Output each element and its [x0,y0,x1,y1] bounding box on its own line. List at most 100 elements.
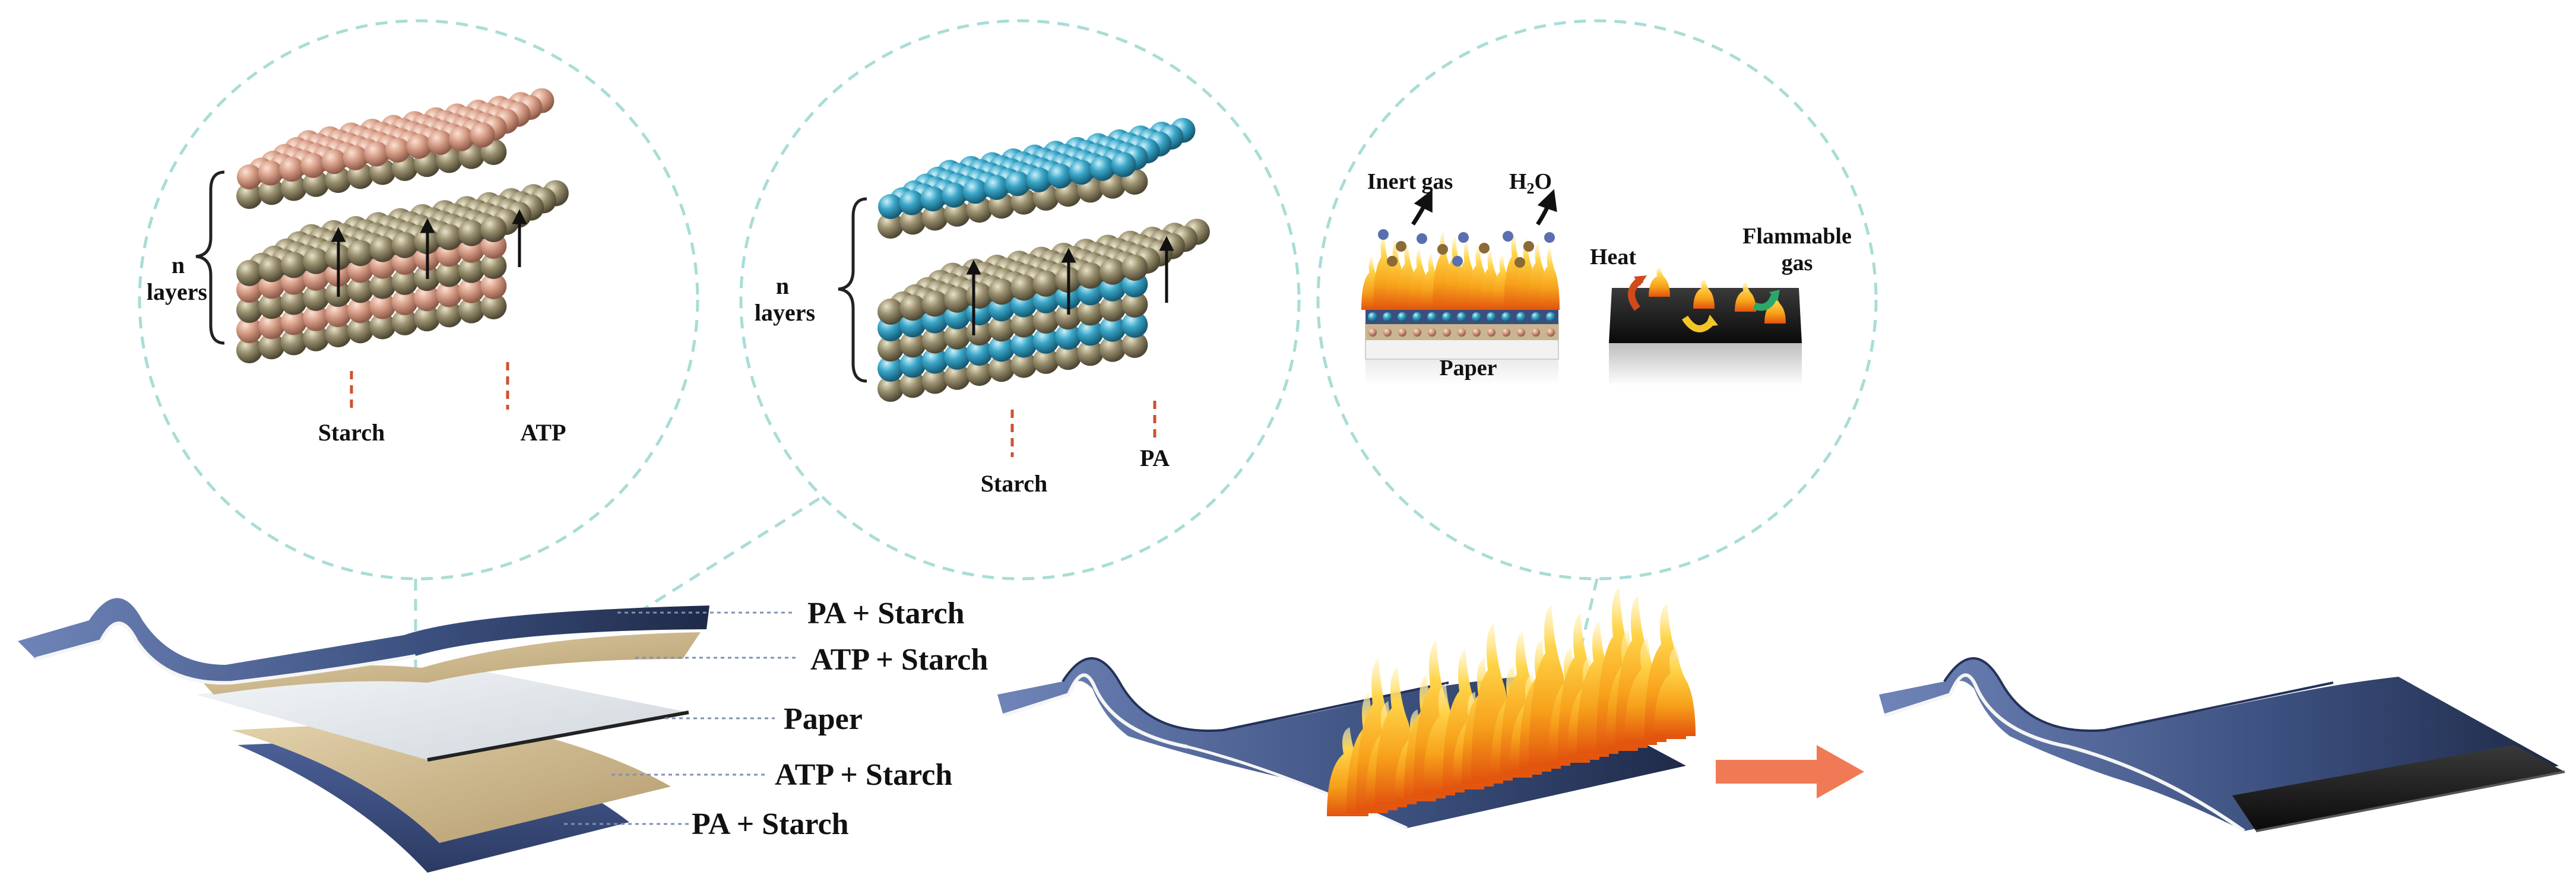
h2o-arrow-icon [1536,189,1557,226]
coating-bead [1383,312,1392,322]
molecule-sphere [962,179,988,204]
molecule-sphere [1055,303,1082,330]
coating-bead [1547,328,1555,337]
flame-icon [1539,248,1560,310]
molecule-sphere [877,213,904,239]
bottom-atp-sheet [232,718,671,843]
molecule-sphere [877,299,904,325]
small-flame-icon [1649,267,1670,297]
coating-bead [1413,328,1421,337]
molecule-sphere [899,351,926,378]
molecule-sphere [1010,351,1037,378]
molecule-sphere [921,204,948,231]
molecule-sphere [1026,167,1051,193]
coating-beads [1368,312,1555,337]
molecule-sphere [280,309,307,335]
molecule-sphere [944,286,971,313]
coating-bead [1472,328,1481,337]
molecule-sphere [321,149,347,175]
molecule-sphere [1121,291,1148,318]
molecule-sphere [944,323,971,350]
coating-bead [1502,328,1510,337]
molecule-sphere [258,256,285,283]
molecule-sphere [406,134,432,159]
molecule-sphere [1121,331,1148,358]
gas-particle [1378,229,1389,240]
molecule-sphere [347,277,373,303]
layers-label: layers [755,299,815,326]
molecule-sphere [480,252,507,279]
flame-icon-row [1361,232,1560,310]
molecule-sphere [458,220,484,246]
label-paper: Paper [784,702,863,736]
coating-bead [1427,312,1437,322]
small-flame-icon [1764,294,1786,324]
molecule-sphere [1069,160,1094,185]
starch-top-slab [236,180,569,286]
pa-starch-top-block [877,118,1196,239]
molecule-sphere [1005,171,1031,196]
molecule-sphere [300,153,326,178]
flammable-label: Flammable [1742,224,1852,249]
molecule-sphere [1100,315,1126,342]
molecule-sphere [921,327,948,354]
molecule-sphere [1100,335,1126,362]
inert-gas-label: Inert gas [1367,169,1453,194]
charred-coated-sheet [1879,657,2565,833]
molecule-sphere [921,367,948,394]
molecule-sphere [1010,311,1037,338]
coating-bead [1546,312,1555,322]
molecule-sphere [480,293,507,319]
coating-bead [1517,328,1525,337]
paper-sheet [196,665,689,760]
molecule-sphere [984,175,1009,200]
molecule-sphere [280,252,307,278]
flame-icon-cluster [1327,587,1696,816]
starch-top-slab [877,218,1210,325]
molecule-sphere [258,160,283,186]
molecule-sphere [899,331,926,358]
molecule-sphere [279,157,305,182]
molecule-sphere [347,317,373,344]
molecule-sphere [988,315,1015,342]
zoom-circle-atp [138,19,699,581]
molecule-sphere [391,289,418,315]
small-flame-icon [1693,279,1715,309]
gas-particle [1417,233,1427,244]
molecule-sphere [303,284,329,311]
molecule-sphere [1010,274,1037,301]
molecule-sphere [1055,324,1082,350]
molecule-sphere [458,256,484,283]
molecule-sphere [988,335,1015,362]
coating-bead [1487,312,1496,322]
molecule-sphere [369,272,396,299]
molecule-sphere [1047,163,1073,189]
molecule-sphere [325,321,351,348]
molecule-sphere [966,360,993,386]
molecule-sphere [877,356,904,382]
flame-mechanism-panel: Inert gas H2O Paper Heat Flammable gas [1361,169,1852,386]
molecule-sphere [343,145,368,170]
curly-brace-icon [195,170,225,345]
molecule-sphere [1090,156,1115,181]
molecule-sphere [1121,311,1148,338]
molecule-sphere [1077,262,1104,289]
molecule-sphere [899,372,926,398]
molecule-sphere [369,313,396,340]
molecule-sphere [1077,340,1104,366]
molecule-sphere [877,335,904,362]
molecule-sphere [1100,258,1126,285]
coating-bead [1398,328,1406,337]
zoom1-labels: n layers Starch ATP [147,170,566,446]
molecule-sphere [414,305,441,332]
zoom-circle-pa [739,19,1301,581]
coating-bead [1368,328,1377,337]
molecule-sphere [347,297,373,324]
coating-bead [1442,312,1452,322]
label-atp-starch-top: ATP + Starch [810,643,988,677]
molecule-sphere [236,317,262,343]
zoom-connectors [414,497,1599,707]
h2o-label: H2O [1509,169,1552,197]
molecule-sphere [258,333,285,360]
